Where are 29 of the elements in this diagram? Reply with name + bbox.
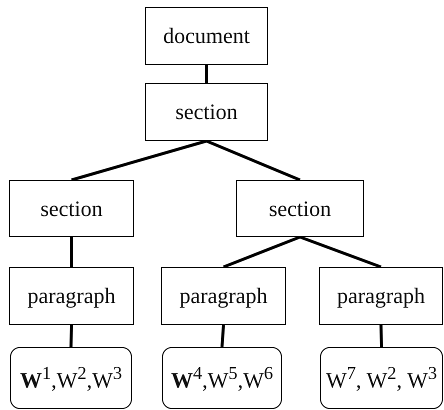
node-label: section: [40, 196, 103, 222]
node-label: section: [268, 196, 332, 222]
node-label: W$^{7}$, W$^{2}$, W$^{3}$: [326, 362, 438, 394]
connector-line: [71, 140, 207, 182]
word-list-box: [320, 347, 443, 409]
connector-line: [205, 65, 208, 83]
connector-line: [220, 324, 225, 348]
node-label: section: [175, 99, 238, 125]
tree-node-box: [145, 7, 268, 65]
tree-node-box: [319, 267, 443, 325]
node-label: W$^{1}$,W$^{2}$,W$^{3}$: [20, 362, 122, 394]
connector-line: [380, 324, 383, 348]
connector-line: [222, 236, 301, 268]
tree-node-box: [9, 180, 134, 237]
connector-line: [206, 140, 301, 182]
tree-node-box: [236, 180, 364, 237]
node-label: paragraph: [337, 283, 425, 309]
connector-line: [70, 237, 73, 267]
node-label: paragraph: [28, 283, 116, 309]
connector-line: [299, 236, 382, 268]
node-label: W$^{4}$,W$^{5}$,W$^{6}$: [170, 362, 274, 394]
tree-node-box: [145, 83, 268, 141]
tree-node-box: [161, 267, 286, 325]
node-label: paragraph: [180, 283, 268, 309]
node-label: document: [163, 23, 250, 49]
connector-line: [70, 324, 73, 348]
word-list-box: [10, 347, 132, 409]
word-list-box: [162, 347, 282, 409]
tree-node-box: [9, 267, 134, 325]
